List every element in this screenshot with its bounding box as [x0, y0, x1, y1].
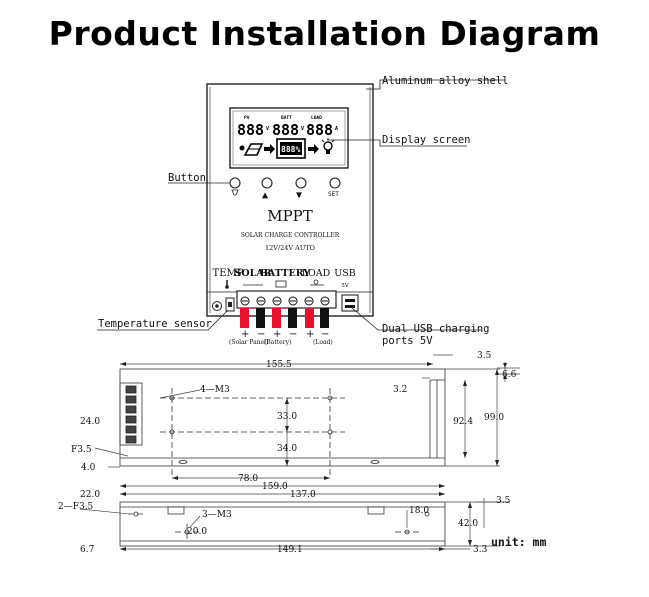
dim-92-4: 92.4 — [453, 417, 473, 427]
display-screen: PV BATT LOAD 888 V 888 V 888 A 888% — [229, 107, 349, 169]
dimension-arrows — [120, 362, 507, 488]
battery-icon: 888% — [276, 138, 306, 159]
svg-text:−: − — [289, 329, 297, 340]
arrow-right-icon — [308, 144, 319, 154]
svg-text:+: + — [306, 329, 314, 340]
set-button-label: SET — [328, 191, 339, 198]
dim-3-2: 3.2 — [393, 385, 407, 395]
port-symbol-icons — [243, 279, 324, 288]
dim-78-0: 78.0 — [238, 474, 258, 484]
dim-33-0: 33.0 — [277, 412, 297, 422]
menu-button[interactable] — [229, 177, 241, 189]
solar-negative-wire — [256, 308, 265, 328]
callouts — [97, 79, 505, 331]
lcd-load-label: LOAD — [311, 115, 322, 121]
terminal-block — [236, 290, 337, 309]
bulb-small-icon — [231, 189, 239, 196]
dim-3-m3: 3—M3 — [202, 510, 232, 520]
lcd-battery-percent: 888% — [281, 145, 300, 154]
svg-text:−: − — [257, 329, 265, 340]
lcd-batt-digits: 888 — [272, 121, 299, 139]
dim-3-5-side: 3.5 — [496, 496, 511, 506]
device-subtitle: SOLAR CHARGE CONTROLLER — [241, 232, 340, 239]
load-positive-wire — [305, 308, 314, 328]
side-view-dimension-labels: 22.0 137.0 3.5 2—F3.5 3—M3 18.0 42.0 20.… — [58, 490, 511, 555]
port-load-label: LOAD — [302, 268, 331, 279]
sun-panel-icon — [239, 143, 264, 156]
dim-22-0: 22.0 — [80, 490, 100, 500]
port-battery-label: BATTERY — [260, 268, 311, 279]
wire-leads — [240, 308, 329, 328]
dim-42-0: 42.0 — [458, 519, 478, 529]
dim-159-0: 159.0 — [262, 482, 288, 492]
dim-24-0: 24.0 — [80, 417, 100, 427]
svg-text:+: + — [241, 329, 249, 340]
lcd-load-digits: 888 — [306, 121, 333, 139]
callout-shell: Aluminum alloy shell — [382, 75, 508, 87]
lcd-batt-unit: V — [301, 126, 304, 132]
dim-155-5: 155.5 — [266, 360, 292, 370]
port-usb-label: USB — [334, 268, 356, 279]
wire-label-battery: (Battery) — [264, 339, 291, 346]
top-view-dimension-labels: 155.5 3.5 6.6 4—M3 3.2 33.0 92.4 99.0 24… — [71, 351, 517, 492]
callout-usb-line2: ports 5V — [382, 335, 433, 347]
side-view-dimension-lines — [79, 493, 510, 550]
mounting-screw-icon — [212, 301, 222, 311]
svg-text:−: − — [321, 329, 329, 340]
dim-4-m3: 4—M3 — [200, 385, 230, 395]
dim-34-0: 34.0 — [277, 444, 297, 454]
up-button[interactable] — [261, 177, 273, 189]
down-button[interactable] — [295, 177, 307, 189]
dim-2-f3-5: 2—F3.5 — [58, 502, 94, 512]
lcd-pv-digits: 888 — [237, 121, 264, 139]
dim-3-5-top: 3.5 — [477, 351, 492, 361]
dim-137-0: 137.0 — [290, 490, 316, 500]
set-button[interactable] — [329, 177, 341, 189]
callout-button: Button — [168, 172, 206, 184]
battery-positive-wire — [272, 308, 281, 328]
callout-display: Display screen — [382, 134, 471, 146]
top-view-drawing — [119, 368, 446, 475]
unit-label: unit: mm — [491, 535, 546, 549]
controller-device: PV BATT LOAD 888 V 888 V 888 A 888% — [206, 83, 374, 346]
usb-ports — [341, 294, 359, 312]
dim-6-6: 6.6 — [502, 370, 517, 380]
dim-99-0: 99.0 — [484, 413, 504, 423]
lcd-pv-unit: V — [266, 126, 269, 132]
side-dimension-arrows — [120, 492, 472, 551]
load-negative-wire — [320, 308, 329, 328]
brand-label: MPPT — [267, 207, 313, 225]
polarity-signs: +− +− +− — [241, 329, 329, 340]
port-solar-label: SOLAR — [234, 268, 271, 279]
dim-4-0: 4.0 — [81, 463, 96, 473]
button-row: ▲ ▼ SET — [229, 177, 341, 201]
dim-3-3: 3.3 — [473, 545, 488, 555]
dim-18-0: 18.0 — [409, 506, 429, 516]
svg-text:+: + — [273, 329, 281, 340]
dim-6-7: 6.7 — [80, 545, 95, 555]
down-button-label: ▼ — [296, 190, 302, 201]
dim-149-1: 149.1 — [277, 545, 303, 555]
up-button-label: ▲ — [262, 190, 268, 201]
wire-label-load: (Load) — [313, 339, 333, 346]
callout-temp-sensor: Temperature sensor — [98, 318, 212, 330]
device-voltage: 12V/24V AUTO — [265, 244, 315, 252]
callout-usb-line1: Dual USB charging — [382, 323, 489, 335]
lcd-pv-label: PV — [244, 115, 250, 121]
port-usb-voltage: 5V — [341, 283, 349, 289]
lcd-batt-label: BATT — [281, 115, 292, 121]
dim-f3-5: F3.5 — [71, 445, 92, 455]
lcd-load-unit: A — [335, 126, 338, 132]
dim-20-0: 20.0 — [187, 527, 207, 537]
arrow-right-icon — [264, 144, 275, 154]
side-view-drawing — [119, 501, 446, 547]
wire-label-solar: (Solar Panel) — [229, 339, 268, 346]
page-title: Product Installation Diagram — [48, 14, 601, 53]
solar-positive-wire — [240, 308, 249, 328]
battery-negative-wire — [288, 308, 297, 328]
port-temp-label: TEMP — [213, 268, 244, 279]
